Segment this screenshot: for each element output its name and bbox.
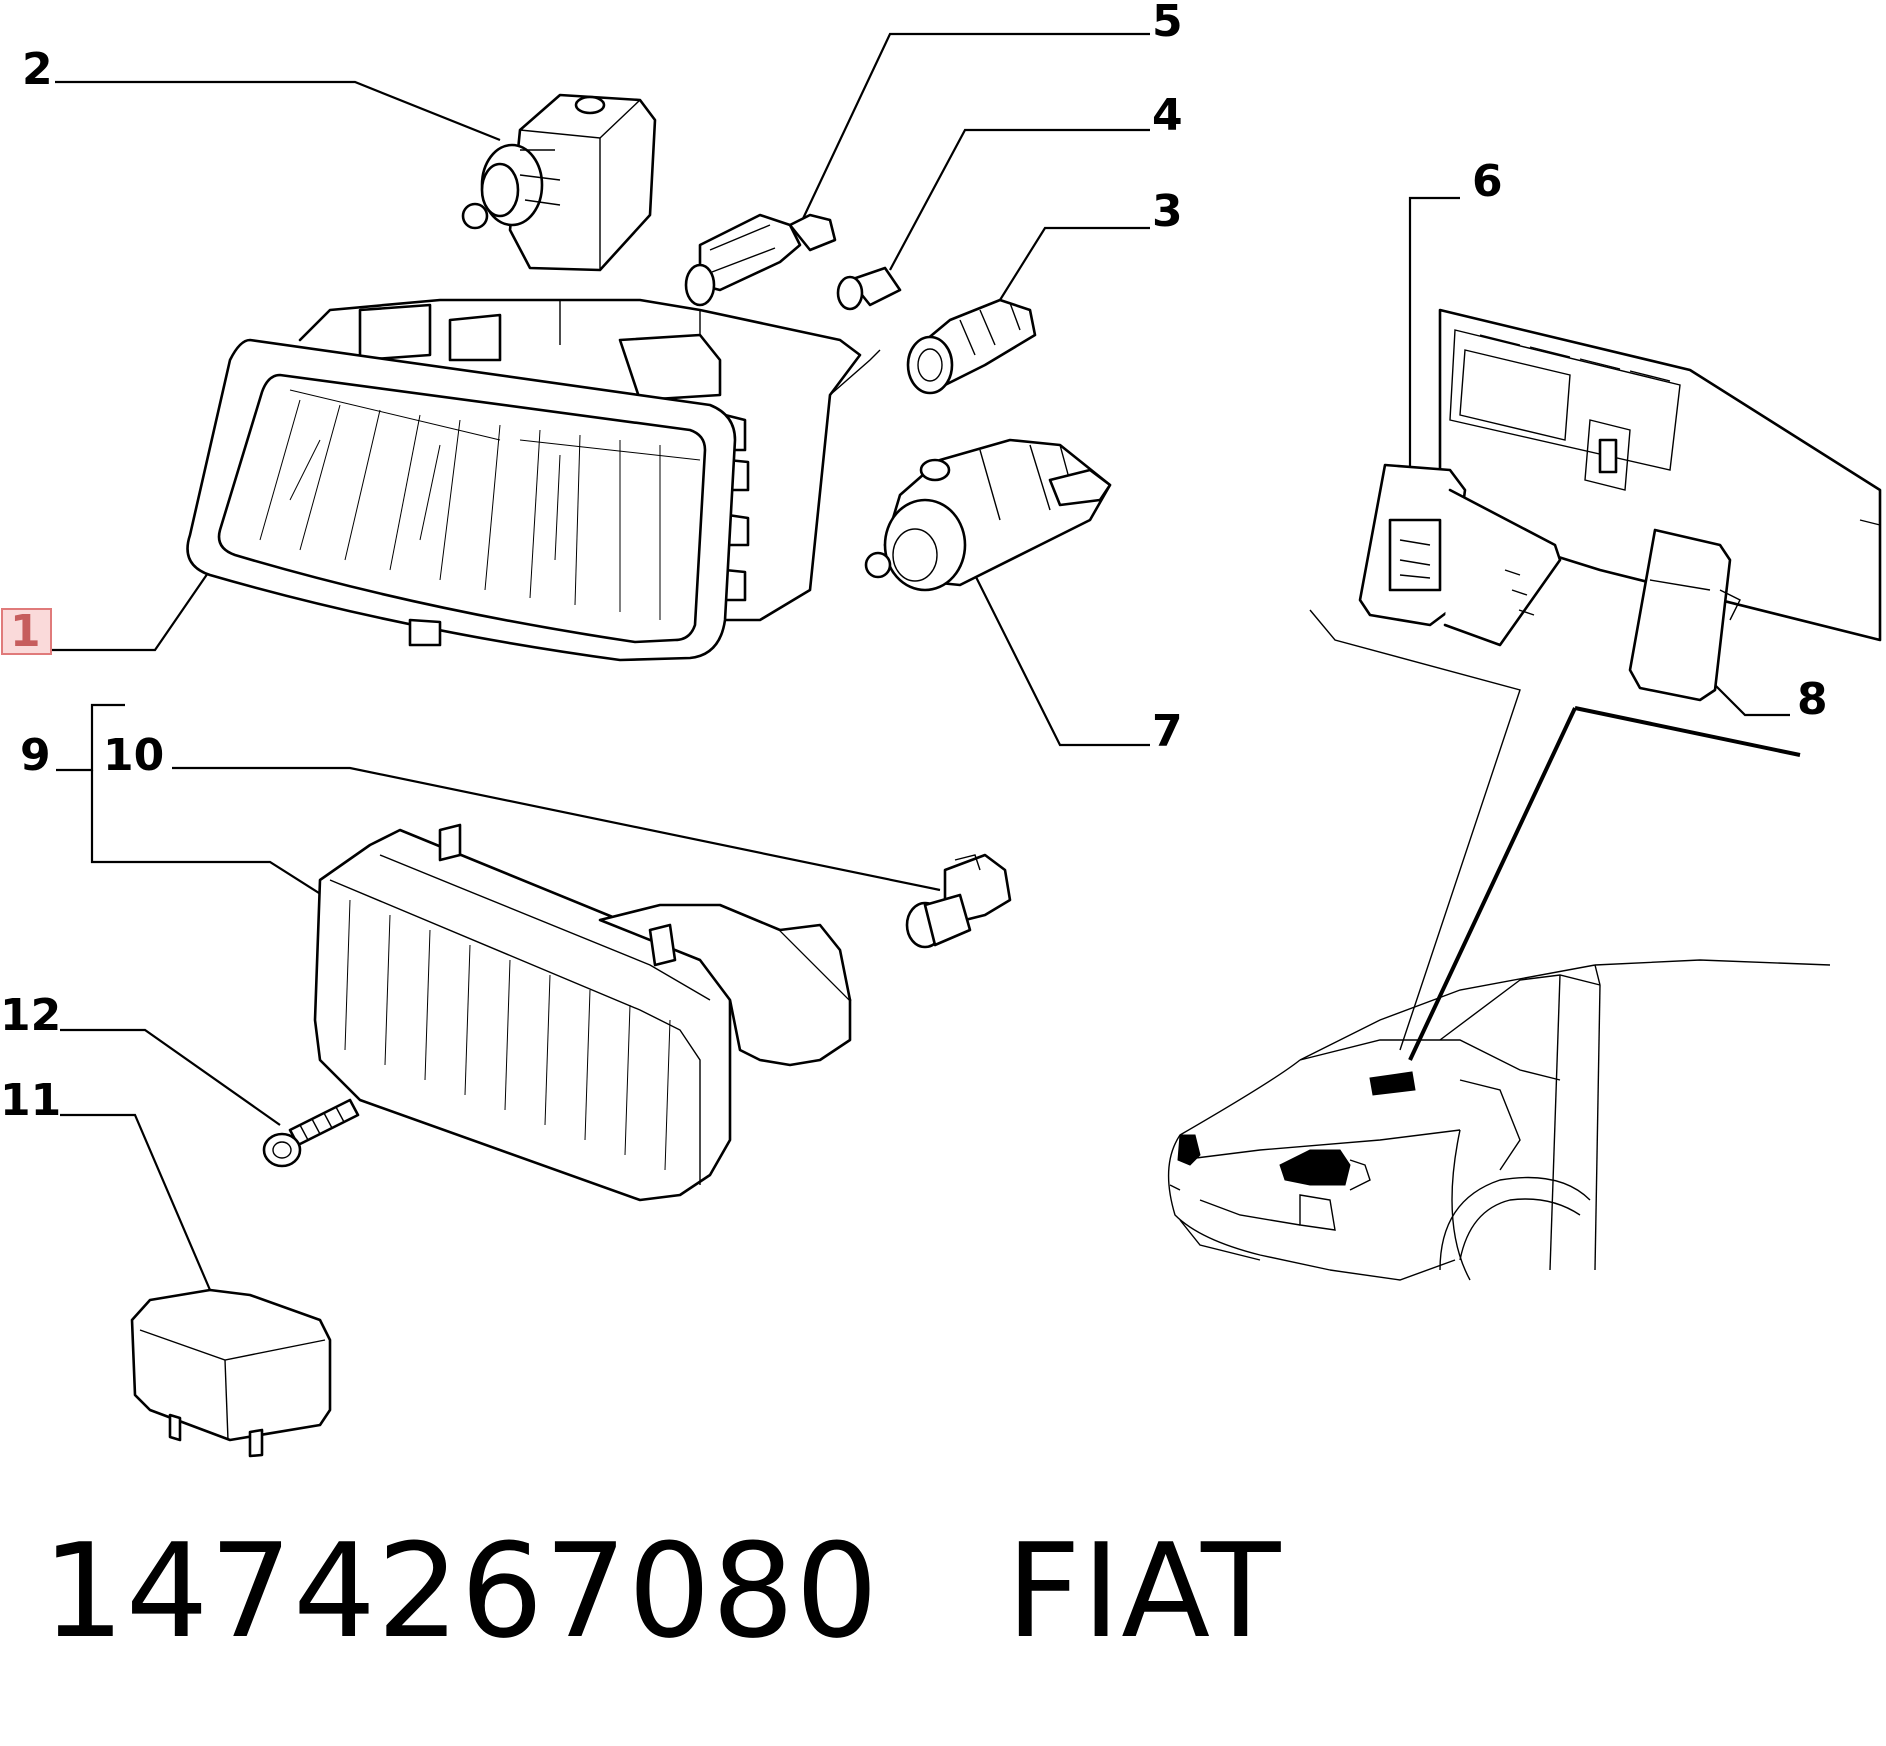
leader-line-5 <box>799 32 1150 226</box>
brand-name: FIAT <box>1006 1515 1282 1667</box>
vehicle-location-view <box>1167 609 1831 1281</box>
leader-line-4 <box>889 128 1150 271</box>
callout-3: 3 <box>1152 186 1183 237</box>
relay-module <box>130 1288 332 1458</box>
callout-6: 6 <box>1472 156 1503 207</box>
headlight-connector-socket <box>864 438 1112 592</box>
callout-4: 4 <box>1152 90 1183 141</box>
callout-labels: 1 2 3 4 5 6 7 8 9 10 11 12 <box>0 0 1828 1126</box>
leader-line-9b <box>90 770 331 901</box>
part-number: 1474267080 <box>42 1515 880 1667</box>
leader-line-3 <box>999 226 1150 301</box>
bulb-socket <box>906 298 1037 395</box>
fog-lamp-assembly <box>313 823 852 1202</box>
leader-line-1 <box>52 569 211 652</box>
callout-7: 7 <box>1152 706 1183 757</box>
leader-line-6 <box>1408 196 1460 470</box>
callout-11: 11 <box>0 1075 61 1126</box>
leader-line-11 <box>60 1113 212 1291</box>
callout-9: 9 <box>20 730 51 781</box>
mounting-screw <box>262 1098 360 1168</box>
leader-line-10 <box>172 766 941 892</box>
halogen-bulb-h1 <box>684 213 837 307</box>
callout-5: 5 <box>1152 0 1183 47</box>
leader-line-9 <box>56 703 125 772</box>
callout-10: 10 <box>103 730 164 781</box>
fog-lamp-bulb <box>905 853 1012 949</box>
callout-2: 2 <box>22 44 53 95</box>
leader-line-7 <box>974 574 1150 747</box>
leader-line-2 <box>55 80 501 142</box>
part-number-caption: 1474267080 FIAT <box>42 1515 1281 1667</box>
leader-lines <box>52 32 1790 1291</box>
highlighted-callout-marker <box>1 608 52 655</box>
callout-8: 8 <box>1797 674 1828 725</box>
parking-lamp-bulb <box>836 266 902 311</box>
dashboard-switch-panel <box>1358 308 1882 702</box>
callout-12: 12 <box>0 990 61 1041</box>
leader-line-12 <box>60 1028 281 1126</box>
headlamp-assembly <box>186 298 881 662</box>
callout-1: 1 <box>10 606 41 657</box>
headlight-leveling-motor <box>461 93 657 272</box>
